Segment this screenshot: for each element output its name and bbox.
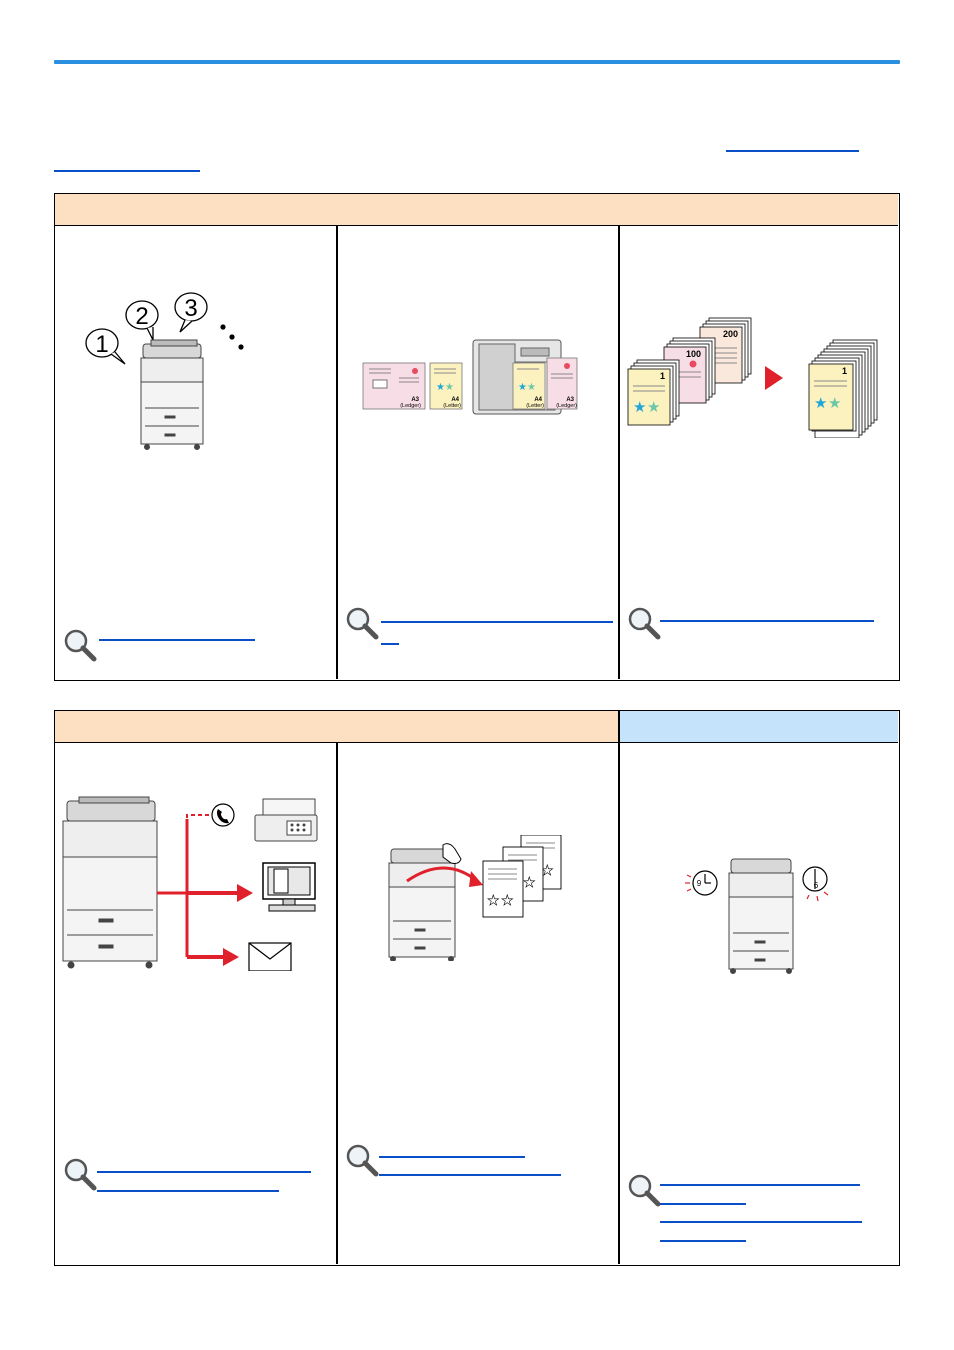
feature-table-1: 1 2 3: [54, 193, 900, 681]
phone-icon: [211, 803, 235, 827]
svg-text:★: ★: [445, 382, 454, 393]
svg-text:★: ★: [501, 892, 514, 908]
magnifier-icon: [628, 1174, 661, 1207]
reference-link-1[interactable]: [660, 1184, 860, 1186]
speech-bubble-2: 2: [125, 300, 159, 341]
energy-schedule-illustration: 9 6: [685, 858, 829, 974]
magnifier-icon: [64, 1158, 97, 1191]
feature-cell-send-destinations: [55, 743, 336, 1265]
svg-text:★: ★: [647, 399, 660, 416]
fed-a3-label: A3: [566, 397, 574, 403]
a4-original: ★★ A4 (Letter): [429, 362, 463, 410]
top-rule: [54, 60, 900, 64]
bubble-2-number: 2: [135, 303, 148, 330]
computer-icon: [262, 862, 316, 912]
intro-reference-link-continued[interactable]: [54, 170, 200, 172]
column-divider: [618, 711, 620, 1264]
page-stack-1: 1 ★★: [627, 359, 680, 426]
fed-a4-label: A4: [534, 397, 542, 403]
envelope-icon: [248, 942, 292, 971]
column-divider: [618, 225, 620, 679]
page-number-200: 200: [723, 329, 738, 339]
batch-scan-illustration: 200 100 1 ★★: [627, 317, 878, 438]
feature-cell-numbered-copies: 1 2 3: [55, 226, 336, 680]
page-number-100: 100: [686, 349, 701, 359]
feature-table-2: ★ ★ ★ ★: [54, 710, 900, 1266]
clock-right-label: 6: [814, 881, 819, 890]
arrow-icon: [765, 366, 783, 390]
magnifier-icon: [64, 629, 97, 662]
magnifier-icon: [628, 607, 661, 640]
fed-a4-original: ★★ A4 (Letter): [512, 362, 546, 410]
reference-link[interactable]: [660, 620, 874, 622]
mixed-size-illustration: A3 (Ledger) ★★ A4 (Letter) ★★ A: [362, 339, 578, 415]
reference-link-continued[interactable]: [379, 1174, 561, 1176]
reference-link[interactable]: [97, 1171, 311, 1173]
feature-cell-energy-schedule: 9 6: [619, 743, 899, 1265]
numbered-copies-illustration: 1 2 3: [85, 292, 244, 450]
combined-page-number: 1: [842, 366, 847, 376]
intro-reference-link[interactable]: [726, 150, 859, 152]
svg-text:★: ★: [436, 382, 445, 393]
reference-link[interactable]: [99, 639, 255, 641]
reference-link-2-continued[interactable]: [660, 1240, 746, 1242]
continuous-scan-illustration: ★ ★ ★ ★: [388, 835, 562, 961]
scanned-page-1: ★ ★: [482, 860, 524, 918]
copier-icon: [140, 339, 204, 450]
fed-a3-original: A3 (Ledger): [546, 357, 578, 410]
magnifier-icon: [346, 607, 379, 640]
svg-text:★: ★: [828, 395, 841, 412]
svg-text:★: ★: [487, 892, 500, 908]
magnifier-icon: [346, 1144, 379, 1177]
feature-cell-mixed-size-originals: A3 (Ledger) ★★ A4 (Letter) ★★ A: [337, 226, 618, 680]
hand-icon: [442, 843, 462, 864]
a4-sublabel: (Letter): [443, 403, 461, 409]
svg-text:★: ★: [541, 862, 554, 878]
speech-bubble-1: 1: [85, 328, 126, 365]
fed-a4-sublabel: (Letter): [526, 403, 544, 409]
fed-a3-sublabel: (Ledger): [556, 403, 577, 409]
a4-label: A4: [451, 397, 459, 403]
reference-link-1-continued[interactable]: [660, 1203, 746, 1205]
a3-original: A3 (Ledger): [362, 362, 426, 410]
bubble-1-number: 1: [95, 331, 108, 358]
table-1-header: [55, 194, 898, 226]
bubble-3-number: 3: [184, 295, 197, 322]
send-destinations-illustration: [62, 796, 318, 971]
svg-text:★: ★: [527, 382, 536, 393]
combined-page-stack: 1 ★★: [808, 339, 878, 438]
reference-link[interactable]: [379, 1156, 525, 1158]
copier-icon: [388, 848, 456, 961]
a3-sublabel: (Ledger): [400, 403, 421, 409]
reference-link-continued[interactable]: [97, 1190, 279, 1192]
table-2-header-left: [55, 711, 618, 743]
feature-cell-batch-scan: 200 100 1 ★★: [619, 226, 899, 680]
column-divider: [336, 742, 338, 1264]
column-divider: [336, 225, 338, 679]
svg-text:★: ★: [523, 874, 536, 890]
fax-machine-icon: [254, 798, 318, 842]
copier-icon: [62, 796, 158, 969]
reference-link-continued[interactable]: [381, 643, 399, 645]
clock-icon-right: 6: [802, 866, 829, 902]
svg-text:★: ★: [633, 399, 646, 416]
reference-link-2[interactable]: [660, 1221, 862, 1223]
reference-link[interactable]: [381, 621, 613, 623]
a3-label: A3: [411, 397, 419, 403]
copier-icon: [728, 858, 794, 974]
svg-text:★: ★: [518, 382, 527, 393]
clock-icon-left: 9: [685, 870, 718, 896]
table-2-header-right: [619, 711, 898, 743]
page-number-1: 1: [660, 371, 665, 381]
svg-text:★: ★: [814, 395, 827, 412]
feature-cell-continuous-scan: ★ ★ ★ ★: [337, 743, 618, 1265]
speech-bubble-3: 3: [174, 292, 208, 333]
clock-left-label: 9: [697, 879, 702, 888]
